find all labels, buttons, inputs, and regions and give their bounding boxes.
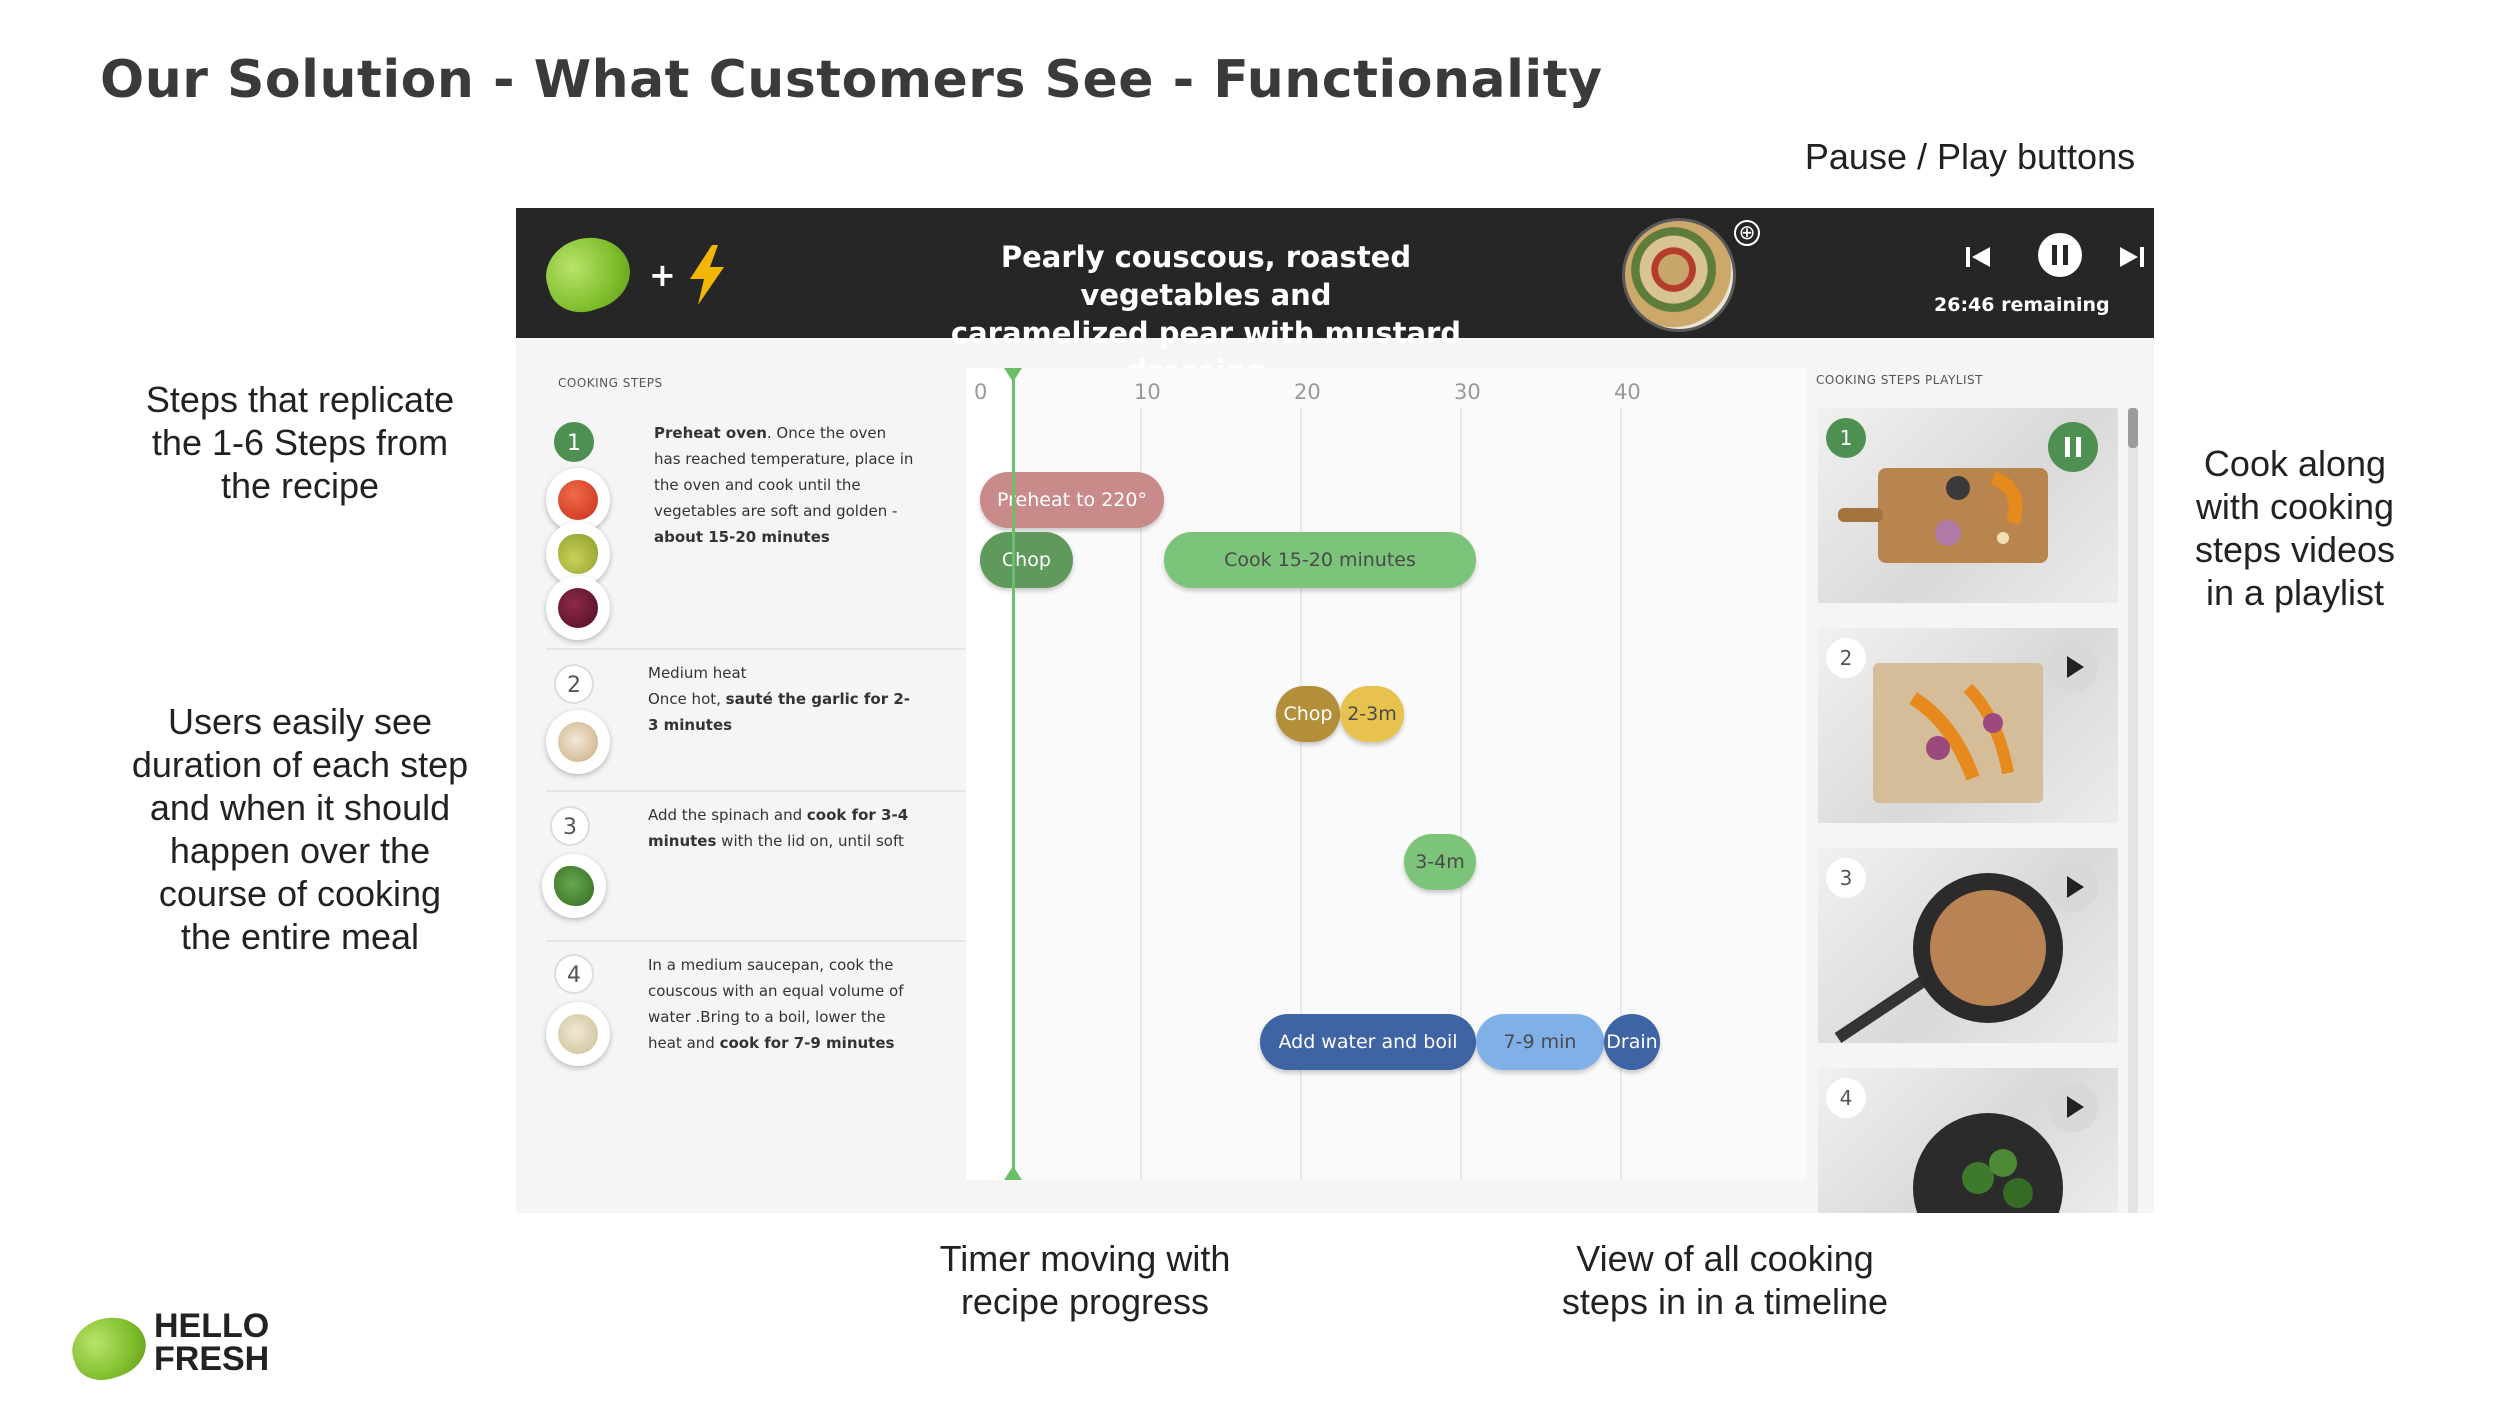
step-row-3: 3 Add the spinach and cook for 3-4 minut… [542,792,1701,942]
lime-icon [536,226,640,322]
couscous-ingredient-icon [546,1002,610,1066]
timer-marker-bottom[interactable] [1004,1166,1022,1180]
logo-text: HELLO FRESH [154,1307,270,1378]
lightning-bolt-icon [690,245,724,305]
timeline-tick-label: 0 [974,380,988,404]
couscous-pan-scene [1834,873,2063,1043]
timeline-step-pill[interactable]: Preheat to 220° [980,472,1164,528]
timeline-gridline [1620,408,1622,1180]
timeline-tick-label: 20 [1294,380,1321,404]
play-icon[interactable] [2048,862,2098,912]
timeline-step-pill[interactable]: 3-4m [1404,834,1476,890]
annotation-steps-replicate: Steps that replicate the 1-6 Steps from … [145,379,455,506]
step-instructions: Add the spinach and cook for 3-4 minutes… [648,806,909,850]
pause-icon[interactable] [2048,422,2098,472]
onion-ingredient-icon [546,576,610,640]
timeline-tick-label: 40 [1614,380,1641,404]
add-circle-icon[interactable]: ⊕ [1734,220,1760,246]
slide-title: Our Solution - What Customers See - Func… [100,50,1603,110]
playlist-video-2[interactable]: 2 [1818,628,2118,823]
plus-sign: + [649,256,676,294]
playlist-label: COOKING STEPS PLAYLIST [1816,373,1983,387]
step-number[interactable]: 2 [554,664,594,704]
timeline-step-pill[interactable]: Chop [1276,686,1340,742]
timer-marker-top[interactable] [1004,368,1022,382]
tomato-ingredient-icon [546,468,610,532]
cooking-app: + Pearly couscous, roasted vegetables an… [516,208,2154,1213]
step-number[interactable]: 1 [554,422,594,462]
cooking-steps-label: COOKING STEPS [558,376,663,390]
timeline-step-pill[interactable]: Add water and boil [1260,1014,1476,1070]
annotation-pause-play: Pause / Play buttons [1804,136,2136,177]
skip-back-icon[interactable] [1964,244,1994,270]
playlist-video-4[interactable]: 4 [1818,1068,2118,1213]
app-header: + Pearly couscous, roasted vegetables an… [516,208,2154,388]
playlist-video-1[interactable]: 1 [1818,408,2118,603]
step-instructions: Preheat oven. Once the oven has reached … [654,424,914,546]
step-instructions: In a medium saucepan, cook the couscous … [648,956,904,1052]
step-row-4: 4 In a medium saucepan, cook the couscou… [546,942,1701,1102]
pear-ingredient-icon [546,522,610,586]
dish-thumbnail [1622,218,1736,332]
playlist-number: 4 [1826,1078,1866,1118]
timeline-step-pill[interactable]: Drain [1604,1014,1660,1070]
playlist-number: 1 [1826,418,1866,458]
playlist-number: 3 [1826,858,1866,898]
spinach-pan-scene [1913,1113,2063,1213]
timeline-tick-label: 10 [1134,380,1161,404]
play-icon[interactable] [2048,642,2098,692]
garlic-ingredient-icon [546,710,610,774]
recipe-title-line1: Pearly couscous, roasted vegetables and [1000,240,1412,312]
timeline-gridline [1300,408,1302,1180]
playlist-video-3[interactable]: 3 [1818,848,2118,1043]
recipe-title[interactable]: Pearly couscous, roasted vegetables and … [946,238,1466,395]
annotation-timeline-view: View of all cooking steps in in a timeli… [1561,1238,1889,1322]
pause-icon[interactable] [2037,232,2083,278]
annotation-timer: Timer moving with recipe progress [939,1238,1231,1322]
timer-progress-line [1012,368,1015,1180]
playlist-scrollbar-thumb[interactable] [2128,408,2138,448]
annotation-cook-along: Cook along with cooking steps videos in … [2194,443,2396,613]
timeline-step-pill[interactable]: 7-9 min [1476,1014,1604,1070]
play-icon[interactable] [2048,1082,2098,1132]
playlist-number: 2 [1826,638,1866,678]
lime-icon [64,1308,154,1388]
spinach-ingredient-icon [542,854,606,918]
time-remaining: 26:46 remaining [1934,294,2110,316]
timeline-step-pill[interactable]: Chop [980,532,1073,588]
timeline-gridline [1460,408,1462,1180]
timeline-tick-label: 30 [1454,380,1481,404]
annotation-duration: Users easily see duration of each step a… [131,701,469,957]
step-number[interactable]: 4 [554,954,594,994]
timeline-gridline [1140,408,1142,1180]
skip-forward-icon[interactable] [2116,244,2146,270]
step-number[interactable]: 3 [550,806,590,846]
timeline-step-pill[interactable]: 2-3m [1340,686,1404,742]
step-instructions: Medium heat Once hot, sauté the garlic f… [648,664,910,734]
playlist-scrollbar[interactable] [2128,408,2138,1213]
timeline-step-pill[interactable]: Cook 15-20 minutes [1164,532,1476,588]
cutting-board-scene [1838,468,2048,563]
roasting-tray-scene [1873,663,2043,803]
